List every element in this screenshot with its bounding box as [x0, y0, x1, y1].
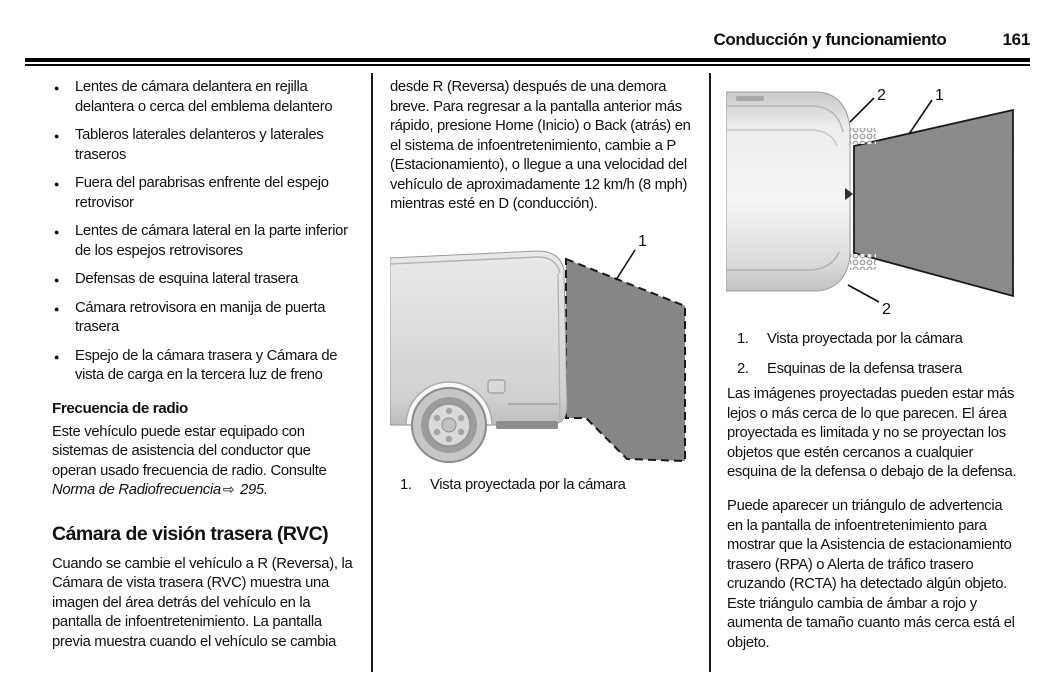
corner-blindzone-bottom — [850, 254, 876, 270]
callout-2-top-leader — [849, 97, 875, 123]
callout-1-label: 1 — [935, 87, 944, 104]
camera-locations-list: Lentes de cámara delantera en rejilla de… — [52, 78, 355, 386]
van-roof-line — [390, 256, 561, 274]
projection-limits-paragraph: Las imágenes proyectadas pueden estar má… — [727, 386, 1017, 480]
caption-text: Vista proyectada por la cámara — [430, 477, 626, 493]
list-item: Espejo de la cámara trasera y Cámara de … — [52, 347, 355, 386]
list-item: Cámara retrovisora en manija de puerta t… — [52, 299, 355, 338]
cross-reference-page: 295. — [236, 482, 268, 498]
roof-detail — [736, 96, 764, 101]
van-rear-seam — [557, 272, 561, 421]
legend-number: 2. — [737, 360, 749, 377]
cross-reference-title: Norma de Radiofrecuencia — [52, 482, 221, 498]
radio-frequency-paragraph: Este vehículo puede estar equipado con s… — [52, 423, 355, 501]
column-divider-left — [371, 73, 373, 672]
middle-figure-caption: 1. Vista proyectada por la cámara — [400, 477, 690, 493]
header-rule-thin — [25, 64, 1030, 66]
radio-frequency-text: Este vehículo puede estar equipado con s… — [52, 423, 327, 479]
warning-triangle-paragraph: Puede aparecer un triángulo de advertenc… — [727, 498, 1015, 651]
list-item: Lentes de cámara lateral en la parte inf… — [52, 222, 355, 261]
van-door-handle — [487, 379, 506, 394]
callout-1-leader — [908, 99, 933, 135]
list-item: Lentes de cámara delantera en rejilla de… — [52, 78, 355, 117]
camera-marker — [845, 188, 853, 200]
caption-number: 1. — [400, 477, 412, 493]
legend-item: 1. Vista proyectada por la cámara — [737, 330, 1022, 350]
right-figure-legend: 1. Vista proyectada por la cámara 2. Esq… — [737, 330, 1022, 389]
projected-view-area — [565, 257, 686, 463]
column-divider-right — [709, 73, 711, 672]
left-column: Lentes de cámara delantera en rejilla de… — [52, 78, 355, 652]
page-header-title: Conducción y funcionamiento — [713, 30, 947, 49]
list-item: Tableros laterales delanteros y laterale… — [52, 126, 355, 165]
rvc-side-view-figure: 1 — [390, 233, 686, 463]
callout-2-top-label: 2 — [877, 87, 886, 104]
rear-wheel — [411, 387, 487, 463]
header-rule-thick — [25, 58, 1030, 62]
van-rear-step — [496, 421, 558, 429]
middle-column-paragraph: desde R (Reversa) después de una demora … — [390, 79, 691, 212]
rvc-section-heading: Cámara de visión trasera (RVC) — [52, 522, 329, 545]
rvc-paragraph: Cuando se cambie el vehículo a R (Revers… — [52, 555, 353, 650]
legend-text: Vista proyectada por la cámara — [767, 331, 963, 347]
page-header: Conducción y funcionamiento 161 — [25, 30, 1031, 50]
radio-frequency-heading: Frecuencia de radio — [52, 399, 188, 417]
cross-reference-arrow-icon: ⇨ — [222, 482, 235, 498]
legend-number: 1. — [737, 331, 749, 347]
rvc-top-view-figure: 2 1 2 — [726, 87, 1014, 318]
vehicle-rear-body — [726, 91, 851, 292]
vehicle-rear-window-line — [726, 129, 838, 147]
callout-2-bottom-leader — [847, 284, 880, 303]
page-number: 161 — [1002, 30, 1031, 49]
list-item: Fuera del parabrisas enfrente del espejo… — [52, 174, 355, 213]
bumper-line — [726, 251, 840, 271]
legend-text: Esquinas de la defensa trasera — [767, 360, 962, 377]
callout-1-label: 1 — [638, 233, 647, 250]
vehicle-roof-edge — [726, 105, 844, 133]
projected-view-area — [853, 108, 1014, 298]
list-item: Defensas de esquina lateral trasera — [52, 270, 355, 290]
legend-item: 2. Esquinas de la defensa trasera — [737, 360, 1022, 380]
callout-2-bottom-label: 2 — [882, 301, 891, 318]
callout-1-leader — [615, 249, 636, 281]
corner-blindzone-top — [850, 128, 876, 144]
